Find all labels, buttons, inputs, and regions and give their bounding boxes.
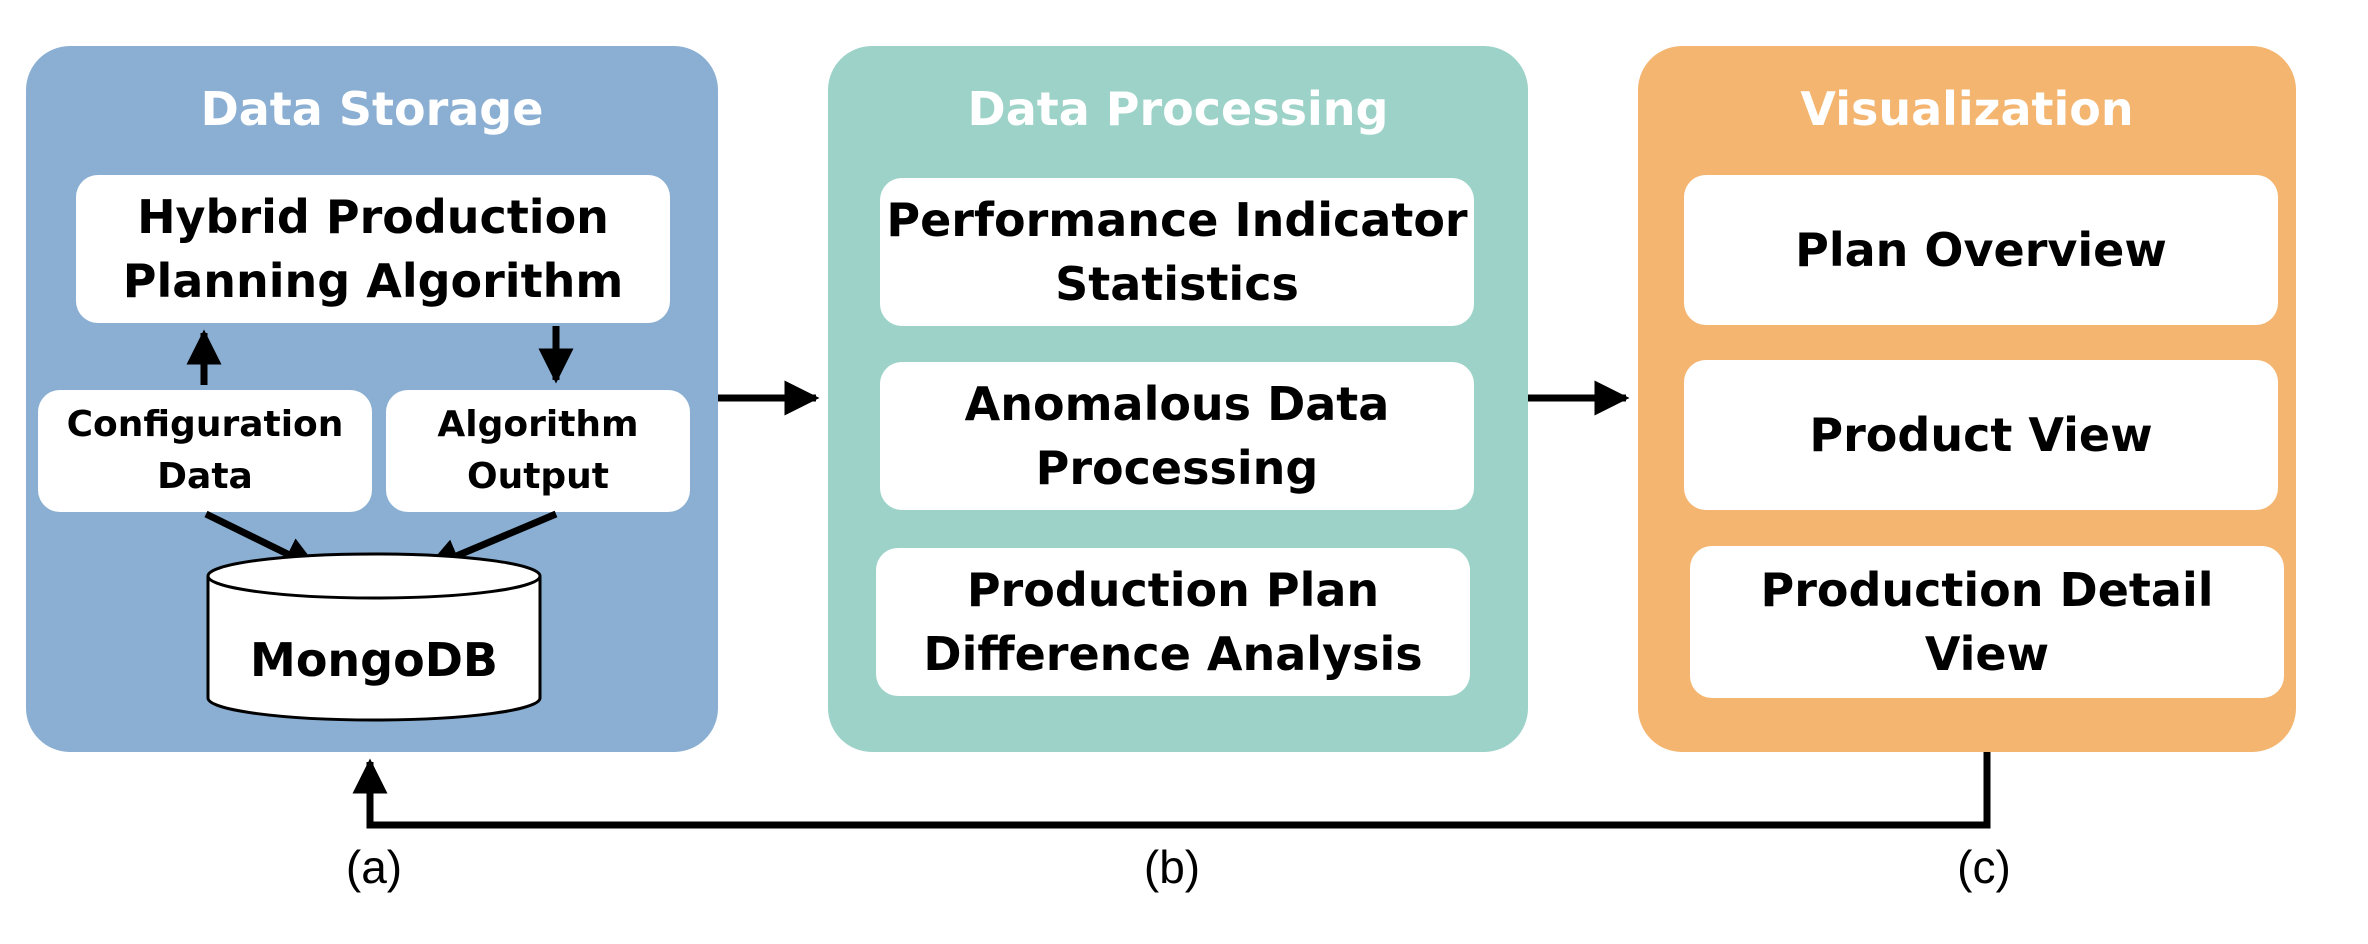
feedback-arrow xyxy=(352,752,1991,829)
mongodb-label: MongoDB xyxy=(250,633,498,687)
performance-indicator-box: Performance Indicator Statistics xyxy=(880,178,1474,326)
plan-overview-label: Plan Overview xyxy=(1795,223,2167,277)
config-data-box: Configuration Data xyxy=(38,390,372,512)
config-data-label: Configuration Data xyxy=(66,404,344,497)
plan-overview-box: Plan Overview xyxy=(1684,175,2278,325)
data-storage-title: Data Storage xyxy=(200,82,544,136)
algorithm-box: Hybrid Production Planning Algorithm xyxy=(76,175,670,323)
anomalous-data-box: Anomalous Data Processing xyxy=(880,362,1474,510)
mongodb-label-wrap: MongoDB xyxy=(230,630,518,690)
anomalous-data-label: Anomalous Data Processing xyxy=(964,377,1390,495)
caption-a: (a) xyxy=(345,841,403,893)
algorithm-output-box: Algorithm Output xyxy=(386,390,690,512)
visualization-title: Visualization xyxy=(1800,82,2134,136)
algorithm-output-label: Algorithm Output xyxy=(437,404,639,497)
product-view-label: Product View xyxy=(1809,408,2153,462)
difference-analysis-box: Production Plan Difference Analysis xyxy=(876,548,1470,696)
algorithm-label: Hybrid Production Planning Algorithm xyxy=(122,190,624,308)
difference-analysis-label: Production Plan Difference Analysis xyxy=(923,563,1423,681)
production-detail-label: Production Detail View xyxy=(1760,563,2214,681)
performance-indicator-label: Performance Indicator Statistics xyxy=(886,193,1468,311)
data-processing-title: Data Processing xyxy=(967,82,1389,136)
mongodb-cylinder xyxy=(206,552,542,722)
production-detail-box: Production Detail View xyxy=(1690,546,2284,698)
caption-c: (c) xyxy=(1957,841,2011,893)
caption-b: (b) xyxy=(1143,841,1201,893)
product-view-box: Product View xyxy=(1684,360,2278,510)
